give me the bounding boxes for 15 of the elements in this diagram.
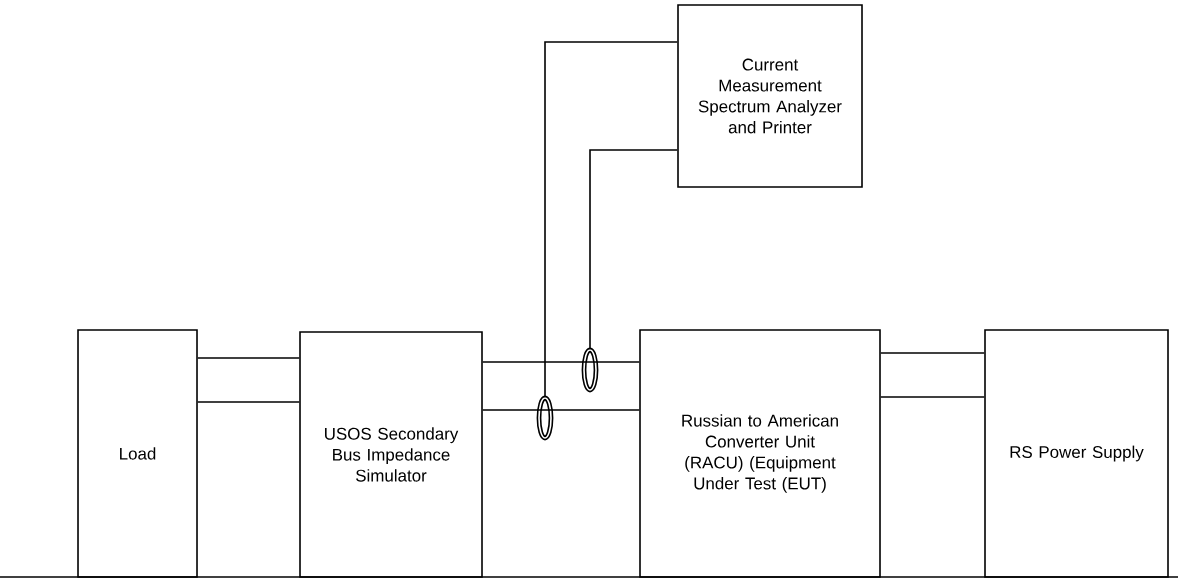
wire — [880, 396, 985, 398]
wire — [482, 361, 640, 363]
wire — [197, 357, 300, 359]
equipment-box: Load — [77, 329, 198, 578]
instrument-box: Current Measurement Spectrum Analyzer and Printer — [677, 4, 863, 188]
current-probe — [581, 347, 599, 393]
equipment-box: RS Power Supply — [984, 329, 1169, 578]
wire — [197, 401, 300, 403]
equipment-box: USOS Secondary Bus Impedance Simulator — [299, 331, 483, 578]
wire — [589, 149, 678, 350]
wire — [880, 352, 985, 354]
equipment-box: Russian to American Converter Unit (RACU) (Equipment Under Test (EUT) — [639, 329, 881, 578]
wire — [482, 409, 640, 411]
wire — [544, 41, 678, 398]
current-probe — [536, 395, 554, 441]
